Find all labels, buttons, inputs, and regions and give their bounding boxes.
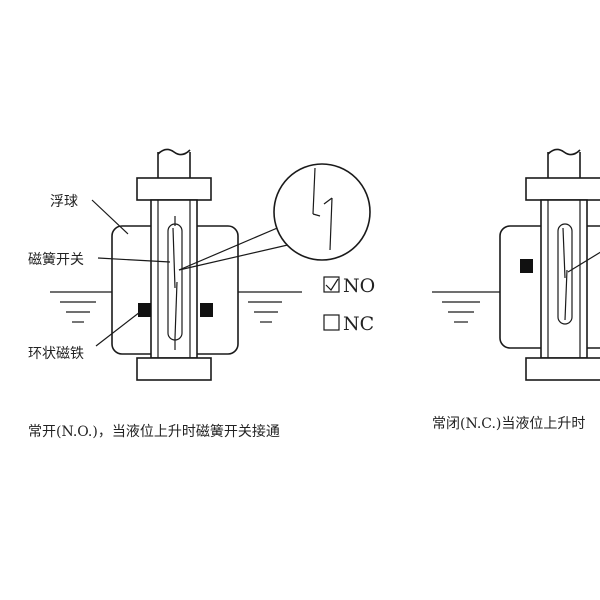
nc-top-cap [525,177,600,201]
no-reed-contact-upper [172,227,176,289]
nc-ring-magnet-left [520,259,533,273]
no-checkbox [323,276,340,293]
normally-open-caption: 常开(N.O.)，当液位上升时磁簧开关接通 [28,423,280,440]
no-top-pipe [157,148,191,178]
float-leader-line [91,199,129,235]
no-option: NO [323,275,375,297]
no-float-switch-assembly [50,148,371,381]
nc-top-pipe [547,148,581,178]
no-ring-magnet-right [200,303,213,317]
no-bottom-base [136,357,212,381]
nc-bottom-base [525,357,600,381]
no-option-label: NO [343,275,375,297]
nc-reed-capsule [557,223,573,325]
no-liquid-level-left [50,291,112,323]
no-top-cap [136,177,212,201]
no-liquid-level-right [238,291,302,323]
float-label: 浮球 [50,194,78,210]
nc-option: NC [323,313,374,335]
no-check-mark-icon [325,278,339,291]
nc-checkbox [323,314,340,331]
normally-closed-caption: 常闭(N.C.)当液位上升时 [432,416,585,432]
ring-magnet-label: 环状磁铁 [28,346,84,362]
nc-float-switch-assembly [432,148,600,381]
no-stem-tube [150,199,198,359]
nc-option-label: NC [343,313,374,335]
no-reed-magnifier [178,163,371,271]
reed-switch-label: 磁簧开关 [28,252,84,268]
no-ring-magnet-left [138,303,151,317]
ring-magnet-leader-line [95,311,141,347]
reed-switch-leader-line [97,257,171,263]
nc-liquid-level [432,291,500,323]
no-reed-contact-lower [174,281,178,339]
